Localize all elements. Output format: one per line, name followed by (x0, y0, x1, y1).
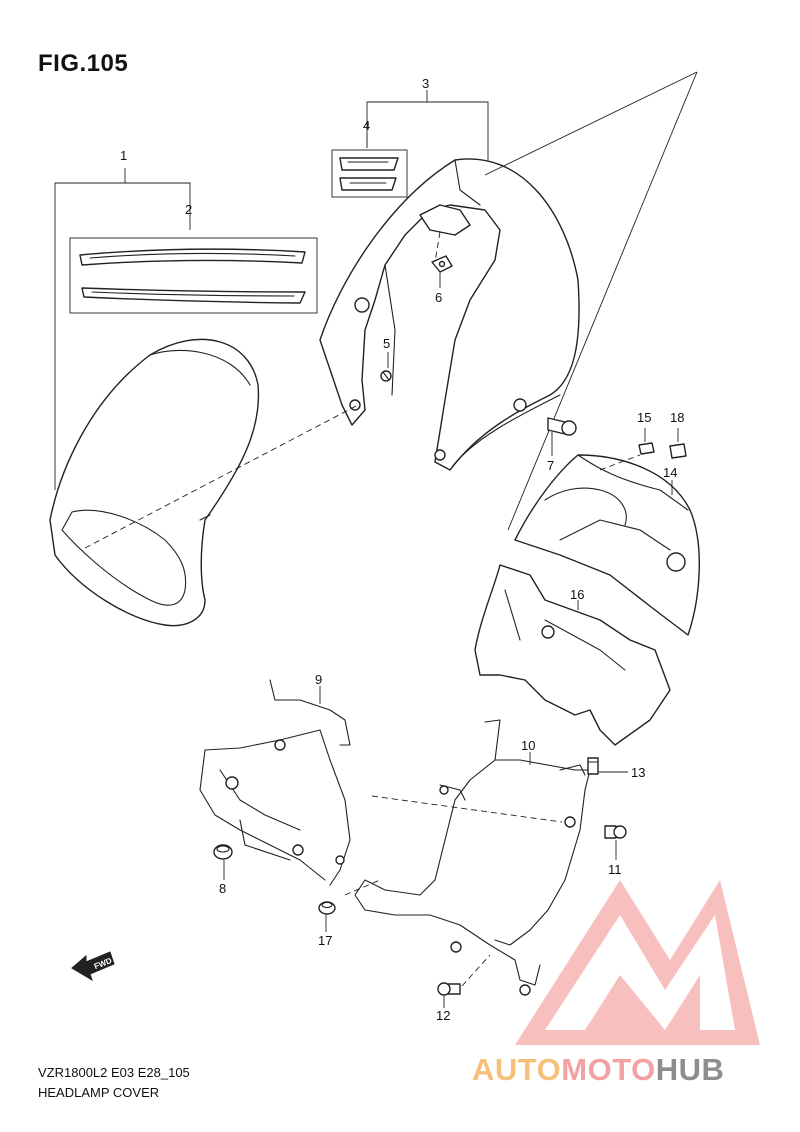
callout-14: 14 (663, 465, 677, 480)
callout-15: 15 (637, 410, 651, 425)
guide-triangle (484, 71, 698, 531)
part-14-inner-cover (514, 454, 700, 636)
leader-lines (223, 272, 679, 1008)
callout-2: 2 (185, 202, 192, 217)
part-5-screw (380, 370, 392, 382)
callout-9: 9 (315, 672, 322, 687)
part-9-left-bracket (199, 679, 351, 886)
brand-moto: MOTO (561, 1052, 656, 1087)
callout-11: 11 (608, 862, 622, 877)
part-1-headlamp-cover (49, 338, 260, 627)
callout-1: 1 (120, 148, 127, 163)
part-2-trim-strips (79, 248, 306, 304)
part-4-emblems (339, 157, 399, 191)
part-16-lower-panel (474, 564, 671, 746)
assembly-lines (84, 231, 641, 987)
callout-3: 3 (422, 76, 429, 91)
watermark-logo-icon (515, 880, 760, 1045)
fwd-arrow-icon: FWD (71, 951, 115, 982)
part-18-grommet (669, 443, 687, 459)
callout-13: 13 (631, 765, 645, 780)
part-17-grommet (318, 901, 336, 915)
part-8-grommet (213, 844, 233, 860)
callout-4: 4 (363, 118, 370, 133)
part-6-clip (431, 255, 453, 273)
callout-10: 10 (521, 738, 535, 753)
part-10-right-bracket (354, 719, 591, 996)
part-15-nut (638, 442, 655, 455)
part-3-headlamp-housing (319, 158, 580, 471)
model-code: VZR1800L2 E03 E28_105 (38, 1065, 190, 1080)
brand-auto: AUTO (472, 1052, 562, 1087)
part-11-bolt (604, 825, 627, 839)
callout-12: 12 (436, 1008, 450, 1023)
group-bracket-1 (54, 168, 318, 490)
section-name: HEADLAMP COVER (38, 1085, 160, 1100)
brand-hub: HUB (655, 1052, 725, 1087)
callout-8: 8 (219, 881, 226, 896)
part-12-bolt (437, 982, 461, 996)
group-bracket-3 (331, 90, 489, 198)
callout-18: 18 (670, 410, 684, 425)
callout-16: 16 (570, 587, 584, 602)
callout-6: 6 (435, 290, 442, 305)
watermark-brand: AUTOMOTOHUB (472, 1052, 724, 1088)
part-13-stud (587, 757, 599, 775)
part-7-bolt (547, 417, 577, 436)
callout-labels: 1 2 3 4 5 6 7 8 9 10 11 12 13 14 15 16 1… (120, 76, 684, 1023)
callout-17: 17 (318, 933, 332, 948)
callout-5: 5 (383, 336, 390, 351)
callout-7: 7 (547, 458, 554, 473)
figure-title: FIG.105 (38, 50, 129, 77)
